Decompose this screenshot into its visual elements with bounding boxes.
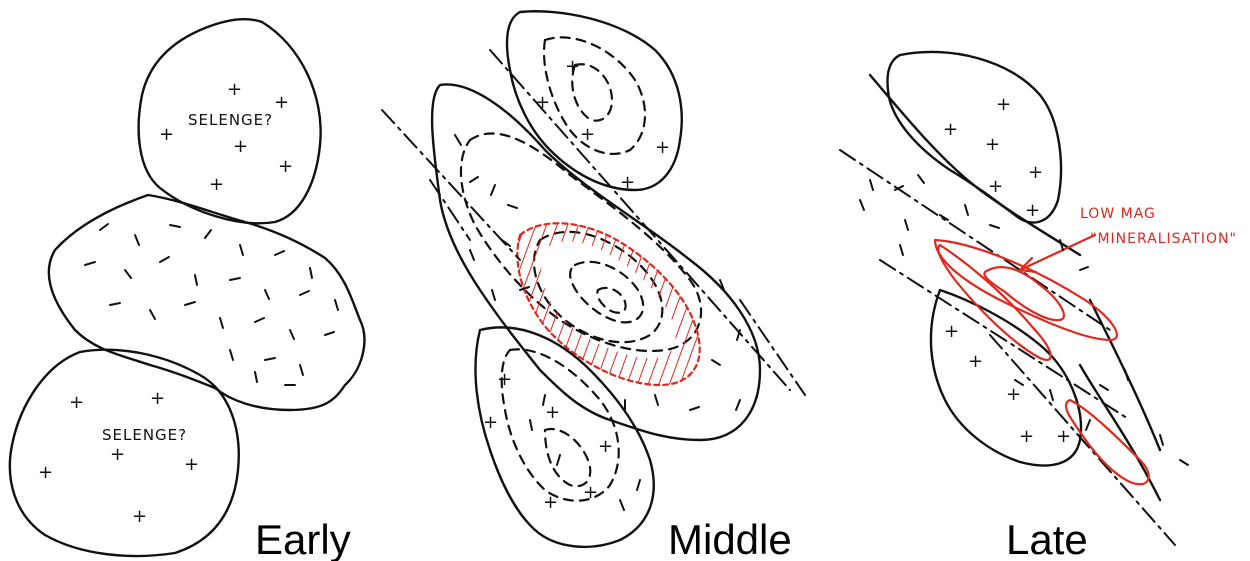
late-outer-curve bbox=[870, 75, 1080, 255]
svg-text:+: + bbox=[943, 119, 958, 140]
middle-lineament-3 bbox=[740, 300, 805, 395]
svg-text:+: + bbox=[38, 462, 53, 483]
late-lineament-3 bbox=[990, 335, 1175, 545]
svg-text:+: + bbox=[274, 92, 289, 113]
lower-selenge-label: SELENGE? bbox=[102, 426, 187, 444]
svg-text:+: + bbox=[1056, 426, 1071, 447]
middle-lower-contour-inner bbox=[545, 429, 590, 486]
svg-text:+: + bbox=[598, 436, 613, 457]
svg-text:+: + bbox=[1006, 384, 1021, 405]
early-panel: SELENGE? SELENGE? + + + + + + + + + + + … bbox=[10, 19, 365, 561]
late-lineament-4 bbox=[1090, 300, 1160, 450]
annotation-line-2: "MINERALISATION" bbox=[1090, 231, 1237, 247]
svg-text:+: + bbox=[150, 388, 165, 409]
early-dash-texture bbox=[85, 224, 338, 385]
svg-text:+: + bbox=[278, 156, 293, 177]
svg-text:+: + bbox=[69, 392, 84, 413]
svg-text:+: + bbox=[580, 124, 595, 145]
svg-text:+: + bbox=[184, 454, 199, 475]
annotation-line-1: LOW MAG bbox=[1080, 206, 1156, 222]
svg-text:+: + bbox=[543, 492, 558, 513]
middle-lineament-4 bbox=[430, 180, 470, 240]
svg-text:+: + bbox=[988, 176, 1003, 197]
svg-text:+: + bbox=[985, 134, 1000, 155]
svg-text:+: + bbox=[233, 136, 248, 157]
svg-text:+: + bbox=[944, 321, 959, 342]
middle-lower-contour bbox=[502, 349, 619, 500]
svg-text:+: + bbox=[1025, 200, 1040, 221]
svg-text:+: + bbox=[1028, 162, 1043, 183]
svg-text:+: + bbox=[209, 174, 224, 195]
late-upper-intrusion bbox=[888, 52, 1061, 223]
middle-upper-intrusion bbox=[507, 11, 682, 190]
svg-text:+: + bbox=[583, 482, 598, 503]
middle-caption: Middle bbox=[668, 516, 792, 561]
middle-plus-marks: + + + + + + + + + + + bbox=[483, 56, 670, 513]
late-panel: LOW MAG "MINERALISATION" + + + + + + + +… bbox=[840, 52, 1237, 561]
svg-text:+: + bbox=[1019, 426, 1034, 447]
early-plus-marks: + + + + + + + + + + + + bbox=[38, 79, 293, 527]
svg-text:+: + bbox=[968, 351, 983, 372]
svg-text:+: + bbox=[996, 94, 1011, 115]
late-red-lens-2 bbox=[938, 245, 1051, 360]
late-lineament-2 bbox=[880, 260, 1130, 420]
svg-text:+: + bbox=[110, 444, 125, 465]
svg-text:+: + bbox=[535, 92, 550, 113]
late-caption: Late bbox=[1006, 516, 1088, 561]
middle-contour-3 bbox=[570, 262, 643, 323]
svg-text:+: + bbox=[497, 369, 512, 390]
svg-text:+: + bbox=[132, 506, 147, 527]
svg-text:+: + bbox=[565, 56, 580, 77]
upper-selenge-label: SELENGE? bbox=[188, 111, 273, 129]
svg-text:+: + bbox=[545, 402, 560, 423]
svg-text:+: + bbox=[655, 137, 670, 158]
svg-text:+: + bbox=[620, 172, 635, 193]
early-caption: Early bbox=[255, 516, 351, 561]
svg-text:+: + bbox=[483, 412, 498, 433]
svg-text:+: + bbox=[159, 124, 174, 145]
svg-text:+: + bbox=[227, 79, 242, 100]
middle-volcanic-outline bbox=[49, 195, 364, 410]
middle-contour-4 bbox=[597, 288, 625, 313]
middle-panel: + + + + + + + + + + + Middle bbox=[382, 11, 805, 561]
